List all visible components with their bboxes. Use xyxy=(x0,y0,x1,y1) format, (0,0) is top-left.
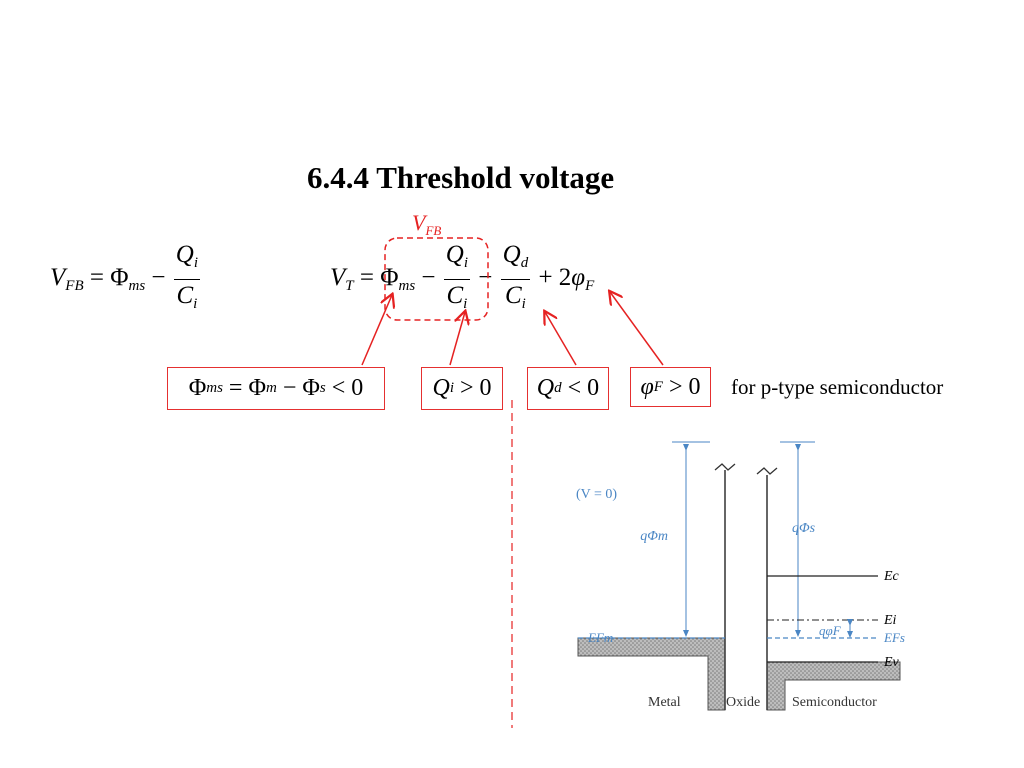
ev-label: Ev xyxy=(883,655,900,670)
flatband-voltage-equation: VFB = Φms − Qi Ci xyxy=(50,241,200,312)
vfb-group-label: VFB xyxy=(412,210,442,238)
arrow-qd xyxy=(545,312,577,366)
e-fm-label: EFm xyxy=(587,630,613,645)
arrow-qi xyxy=(449,312,465,366)
p-type-note: for p-type semiconductor xyxy=(731,375,944,399)
q-phi-m-label: qΦm xyxy=(640,529,668,544)
arrow-phif xyxy=(610,292,664,366)
semiconductor-label: Semiconductor xyxy=(792,695,877,710)
ec-label: Ec xyxy=(883,569,900,584)
q-phi-s-label: qΦs xyxy=(792,521,816,536)
ei-label: Ei xyxy=(883,613,897,628)
efs-label: EFs xyxy=(883,630,905,645)
oxide-label: Oxide xyxy=(726,695,760,710)
mos-band-diagram: (V = 0) qΦm qΦs qφF EFm Ec Ei EFs Ev Met… xyxy=(576,441,905,711)
bias-label: (V = 0) xyxy=(576,487,617,502)
q-phi-f-label: qφF xyxy=(819,623,842,638)
metal-label: Metal xyxy=(648,695,681,710)
threshold-voltage-equation: VT = Φms − Qi Ci − Qd Ci + 2φF xyxy=(330,241,595,312)
slide-title: 6.4.4 Threshold voltage xyxy=(307,160,615,195)
